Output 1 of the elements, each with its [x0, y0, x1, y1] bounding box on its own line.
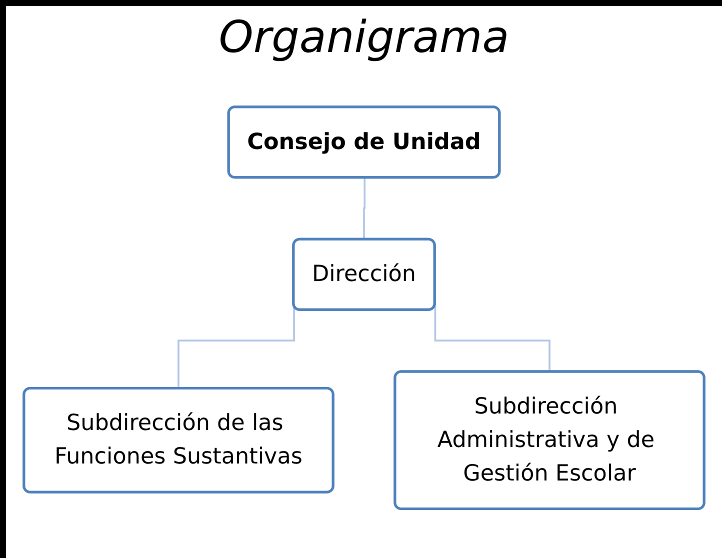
diagram-title: Organigrama	[218, 14, 510, 62]
